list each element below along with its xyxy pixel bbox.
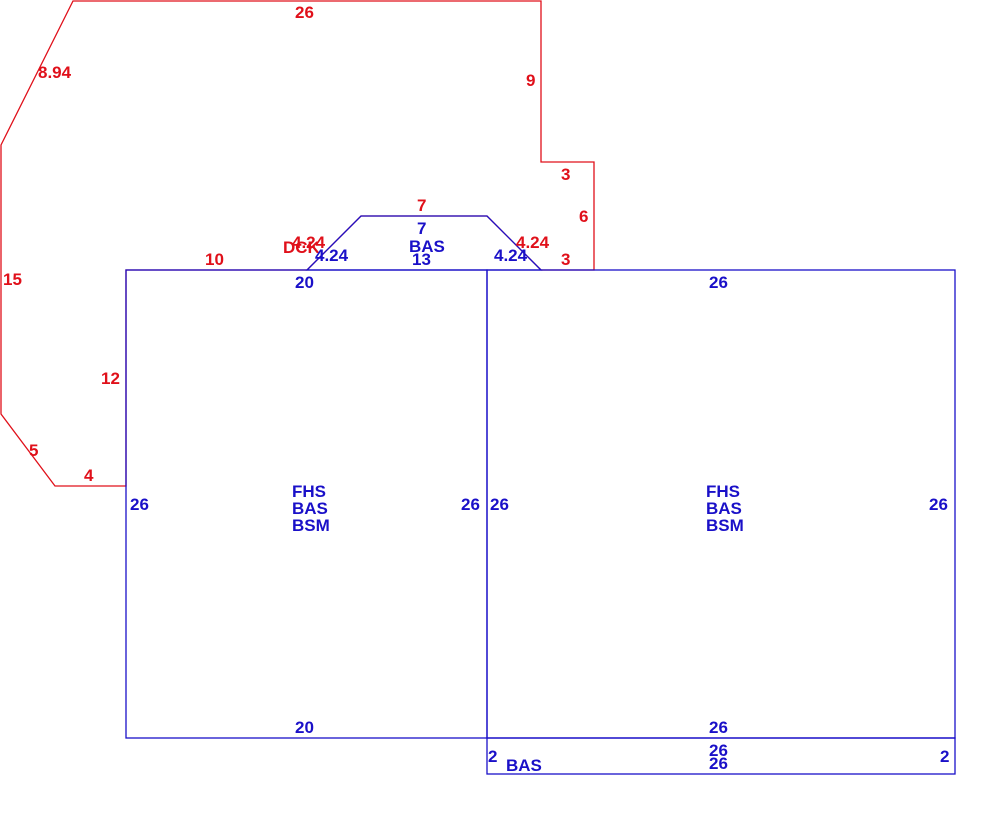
- deck-area-code: DCK: [283, 238, 321, 257]
- left-block-code-3: BSM: [292, 516, 330, 535]
- bay-dim-top: 7: [417, 219, 426, 238]
- deck-dim-inner-horiz: 10: [205, 250, 224, 269]
- bay-dim-diag-right: 4.24: [494, 246, 528, 265]
- deck-dim-diag-left-inner: 4.24: [292, 233, 326, 252]
- bay-dim-base: 13: [412, 250, 431, 269]
- strip-dim-right: 2: [940, 747, 949, 766]
- deck-dim-step-vert: 6: [579, 207, 588, 226]
- right-block-code-3: BSM: [706, 516, 744, 535]
- strip-outline: [486, 737, 956, 775]
- right-block-dim-left: 26: [490, 495, 509, 514]
- strip-dim-bottom: 26: [709, 754, 728, 773]
- deck-dim-bottom: 4: [84, 466, 94, 485]
- right-block-dim-bottom: 26: [709, 718, 728, 737]
- deck-dim-diag-top-left: 8.94: [38, 63, 72, 82]
- strip-dim-top: 26: [709, 741, 728, 760]
- deck-dim-inner-vert: 12: [101, 369, 120, 388]
- left-block-dim-top: 20: [295, 273, 314, 292]
- left-block-dim-left: 26: [130, 495, 149, 514]
- right-block-code-1: FHS: [706, 482, 740, 501]
- deck-dim-step-bottom: 3: [561, 250, 570, 269]
- strip-area-code: BAS: [506, 756, 542, 775]
- right-block-dim-top: 26: [709, 273, 728, 292]
- bay-area-code: BAS: [409, 237, 445, 256]
- deck-dim-step-horiz: 3: [561, 165, 570, 184]
- left-block-dim-right: 26: [461, 495, 480, 514]
- left-block-code-2: BAS: [292, 499, 328, 518]
- left-block-dim-bottom: 20: [295, 718, 314, 737]
- deck-dim-right-upper: 9: [526, 71, 535, 90]
- deck-dim-left: 15: [3, 270, 22, 289]
- right-block-dim-right: 26: [929, 495, 948, 514]
- bay-dim-diag-left: 4.24: [315, 246, 349, 265]
- deck-dim-top: 26: [295, 3, 314, 22]
- right-block-code-2: BAS: [706, 499, 742, 518]
- left-block-code-1: FHS: [292, 482, 326, 501]
- strip-dim-left: 2: [488, 747, 497, 766]
- deck-dim-bay-top: 7: [417, 196, 426, 215]
- deck-dim-diag-right-inner: 4.24: [516, 233, 550, 252]
- deck-dim-diag-bottom-left: 5: [29, 441, 38, 460]
